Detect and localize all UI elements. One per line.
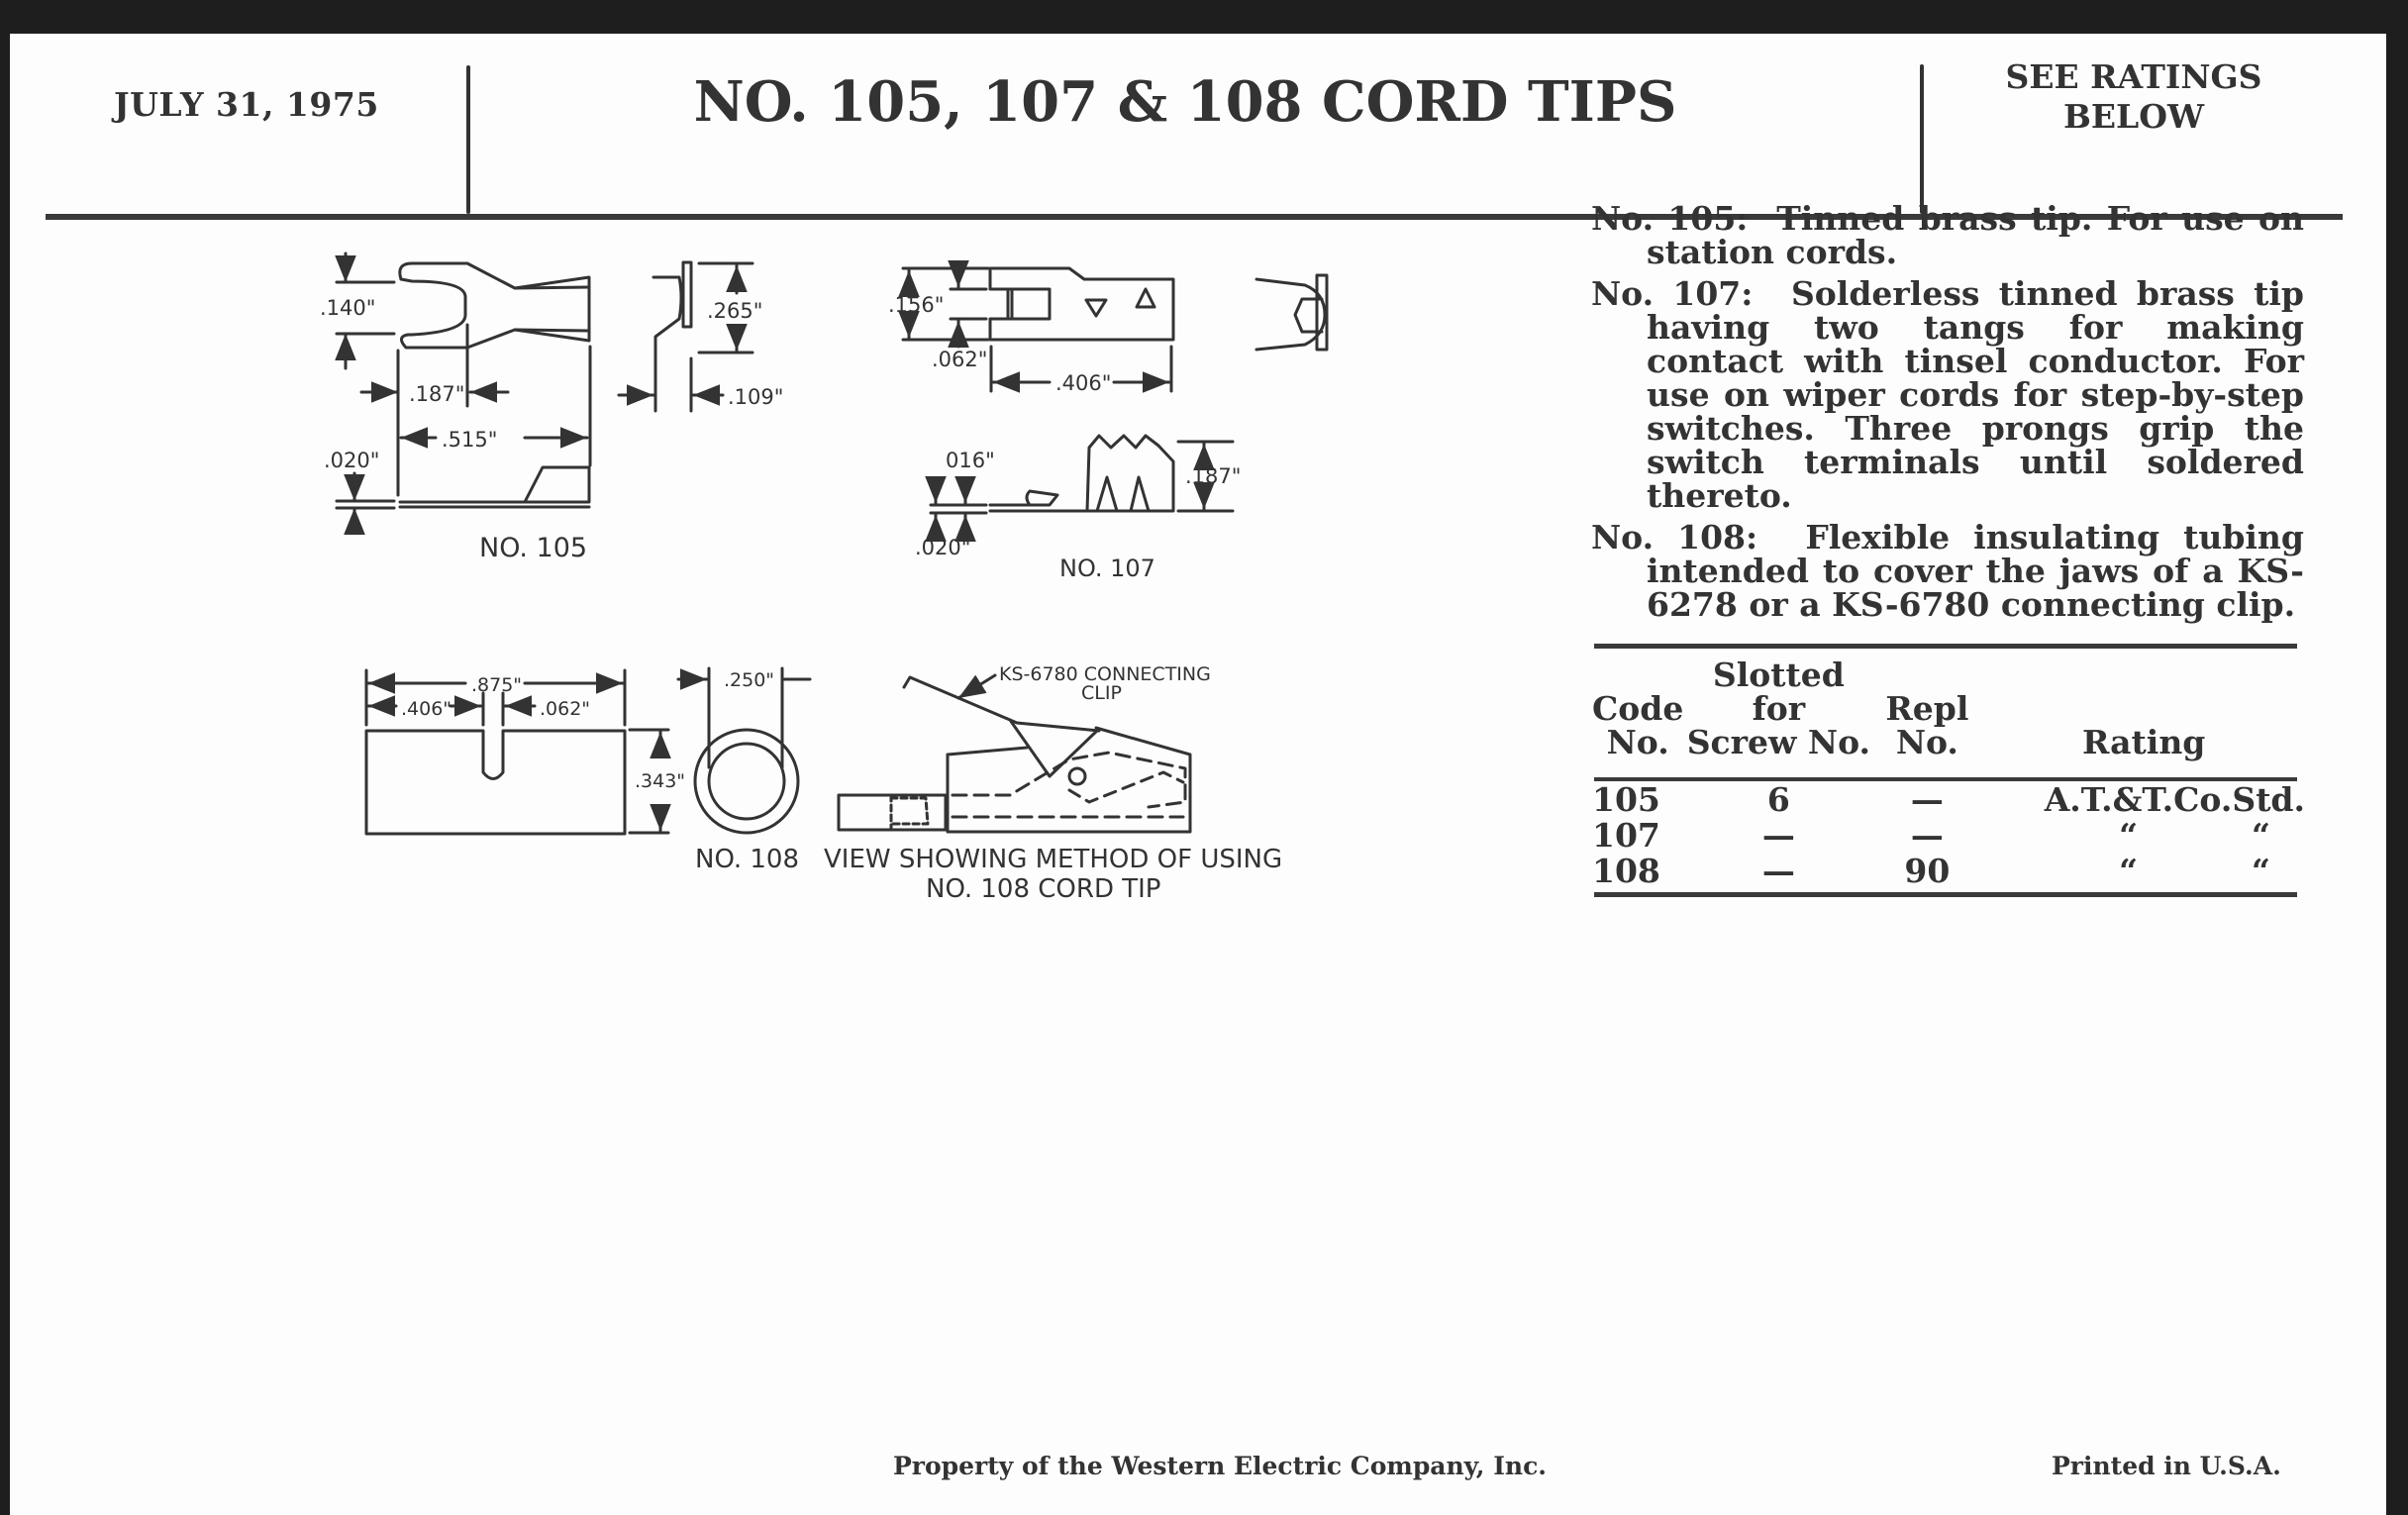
no108-side-view [364, 729, 627, 836]
usage-view-drawing [837, 673, 1192, 834]
no105-top-view [398, 261, 591, 350]
ratings-note-line1: SEE RATINGS [2005, 57, 2262, 96]
ratings-note-line2: BELOW [2062, 97, 2205, 136]
technical-drawings: .140" .187" .515" .020" .265" .109" NO. … [320, 252, 1329, 904]
cell-repl: — [1910, 780, 1944, 819]
table-row: 107 — — “ “ [1591, 818, 2306, 854]
description-text: Tinned brass tip. For use on station cor… [1647, 199, 2305, 271]
dim-label: .250" [724, 669, 774, 691]
callout-line1: KS-6780 CONNECTING [999, 663, 1211, 685]
footer-property: Property of the Western Electric Company… [893, 1452, 1548, 1480]
cell-repl: 90 [1904, 852, 1951, 890]
table-header-rule [1594, 777, 2297, 781]
dim-label: .343" [635, 770, 685, 792]
dim-label: .109" [728, 385, 783, 409]
description-label: No. 105: [1591, 199, 1749, 238]
cell-slotted: — [1761, 816, 1795, 855]
header-rule [46, 214, 2343, 220]
description-text: Flexible insulating tubing intended to c… [1647, 518, 2304, 624]
descriptions: No. 105: Tinned brass tip. For use on st… [1591, 202, 2304, 630]
header-slotted: Slotted for Screw No. [1686, 656, 1870, 761]
ratings-note: SEE RATINGS BELOW [1911, 57, 2357, 137]
dim-label: .515" [442, 428, 497, 452]
dim-label: .062" [932, 348, 987, 371]
cell-slotted: — [1761, 852, 1795, 890]
no107-tang-down [1084, 298, 1108, 318]
no105-caption: NO. 105 [479, 533, 587, 563]
table-header-row: Code No. Slotted for Screw No. Repl No. … [1591, 657, 2306, 760]
dim-label: .875" [471, 674, 522, 696]
table-top-rule [1594, 644, 2297, 649]
cell-repl: — [1910, 816, 1944, 855]
cell-rating: A.T.&T.Co.Std. [2044, 780, 2305, 819]
header-repl: Repl No. [1885, 689, 1969, 761]
document-date: JULY 31, 1975 [114, 85, 379, 124]
cell-code: 105 [1592, 780, 1660, 819]
cell-slotted: 6 [1766, 780, 1790, 819]
no107-tang-up [1135, 287, 1156, 309]
dim-label: .187" [409, 382, 464, 406]
cell-code: 108 [1592, 852, 1660, 890]
header-divider-right [1920, 64, 1924, 214]
no108-caption: NO. 108 [695, 845, 799, 874]
dim-label: .020" [324, 449, 379, 472]
description-text: Solderless tinned brass tip having two t… [1647, 274, 2304, 515]
footer-printed: Printed in U.S.A. [2052, 1452, 2281, 1480]
header-rating: Rating [2081, 723, 2206, 761]
table-row: 108 — 90 “ “ [1591, 854, 2306, 889]
dim-label: .265" [707, 299, 762, 323]
no108-end-view [693, 728, 800, 835]
dim-label: .062" [540, 698, 590, 720]
no105-end-view [652, 260, 693, 413]
cell-rating: “ “ [2119, 852, 2270, 890]
usage-caption-line2: NO. 108 CORD TIP [926, 874, 1160, 904]
cell-code: 107 [1592, 816, 1660, 855]
header-code: Code No. [1592, 689, 1684, 761]
description-108: No. 108: Flexible insulating tubing inte… [1591, 521, 2304, 622]
dim-label: .406" [1055, 371, 1111, 395]
dim-label: .020" [915, 536, 970, 559]
cell-rating: “ “ [2119, 816, 2270, 855]
callout-line2: CLIP [1081, 682, 1122, 704]
no107-side-view [988, 434, 1175, 513]
table-bottom-rule [1594, 892, 2297, 897]
no107-top-view [988, 266, 1175, 342]
description-105: No. 105: Tinned brass tip. For use on st… [1591, 202, 2304, 269]
dim-label: 016" [946, 449, 995, 472]
description-label: No. 107: [1591, 274, 1754, 313]
description-label: No. 108: [1591, 518, 1758, 556]
description-107: No. 107: Solderless tinned brass tip hav… [1591, 277, 2304, 513]
ratings-table: Code No. Slotted for Screw No. Repl No. … [1591, 657, 2306, 889]
no107-caption: NO. 107 [1059, 555, 1155, 582]
dim-label: .140" [320, 296, 375, 320]
dim-label: .187" [1185, 464, 1241, 488]
usage-caption-line1: VIEW SHOWING METHOD OF USING [824, 845, 1282, 874]
page-title: NO. 105, 107 & 108 CORD TIPS [693, 69, 1677, 135]
header-divider-left [466, 65, 470, 214]
no107-end-view [1254, 273, 1329, 352]
no105-side-view [398, 465, 591, 509]
table-row: 105 6 — A.T.&T.Co.Std. [1591, 782, 2306, 818]
dim-label: .406" [401, 698, 452, 720]
dim-label: .156" [888, 293, 944, 317]
